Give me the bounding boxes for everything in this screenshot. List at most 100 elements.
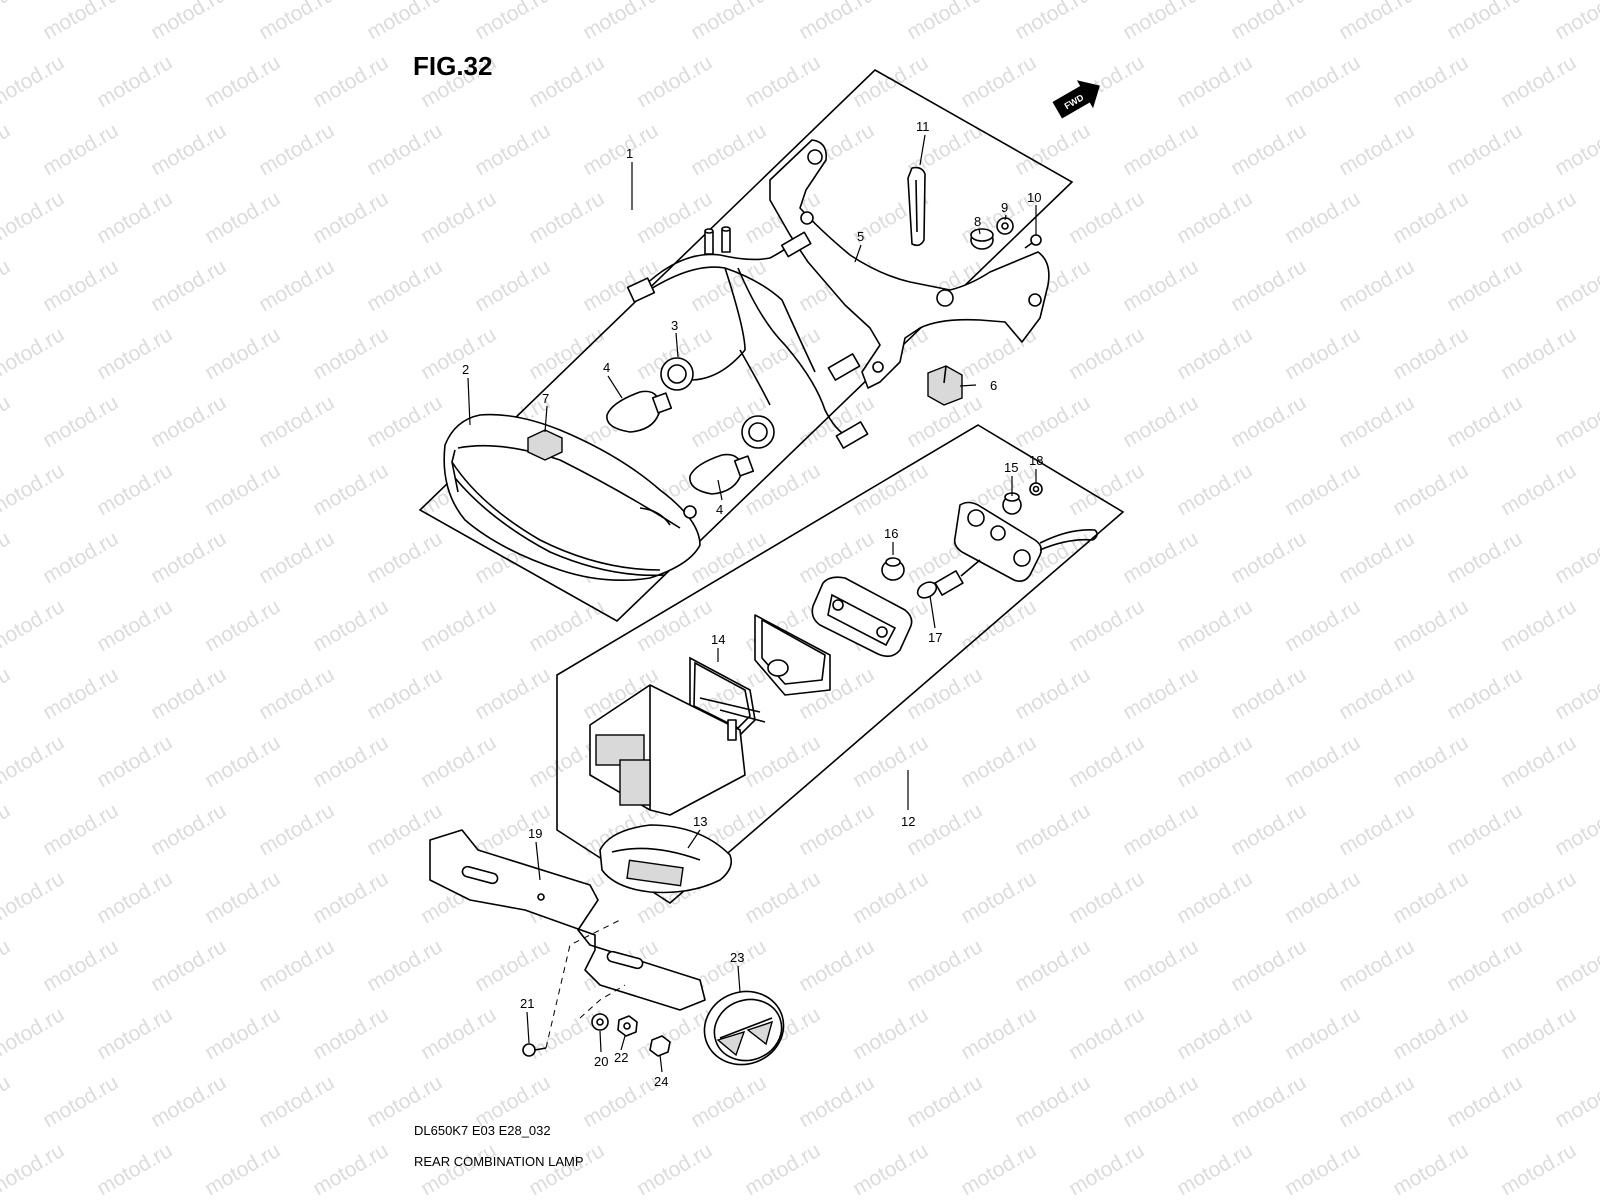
nut-22: [617, 1015, 638, 1037]
watermark-text: motod.ru: [1119, 527, 1202, 588]
watermark-text: motod.ru: [417, 1003, 500, 1064]
watermark-text: motod.ru: [147, 935, 230, 996]
watermark-text: motod.ru: [633, 1139, 716, 1200]
watermark-text: motod.ru: [471, 935, 554, 996]
watermark-text: motod.ru: [1497, 1139, 1580, 1200]
watermark-text: motod.ru: [309, 595, 392, 656]
watermark-text: motod.ru: [1227, 0, 1310, 44]
watermark-text: motod.ru: [201, 1139, 284, 1200]
watermark-text: motod.ru: [0, 391, 14, 452]
screw-21: [522, 1043, 547, 1057]
watermark-text: motod.ru: [363, 391, 446, 452]
watermark-text: motod.ru: [39, 527, 122, 588]
watermark-text: motod.ru: [1281, 459, 1364, 520]
watermark-text: motod.ru: [1281, 731, 1364, 792]
lens: [599, 824, 733, 894]
watermark-text: motod.ru: [1443, 0, 1526, 44]
watermark-text: motod.ru: [1173, 867, 1256, 928]
watermark-text: motod.ru: [1443, 799, 1526, 860]
bulb-17: [916, 559, 981, 599]
socket-holder: [754, 614, 831, 696]
watermark-text: motod.ru: [1227, 527, 1310, 588]
watermark-text: motod.ru: [795, 0, 878, 44]
watermark-text: motod.ru: [0, 1071, 14, 1132]
watermark-text: motod.ru: [1551, 663, 1600, 724]
watermark-text: motod.ru: [1335, 0, 1418, 44]
license-plate-bracket: [429, 829, 706, 1011]
watermark-text: motod.ru: [93, 51, 176, 112]
watermark-text: motod.ru: [1065, 731, 1148, 792]
watermark-text: motod.ru: [201, 51, 284, 112]
callout-7: 7: [542, 391, 549, 406]
watermark-text: motod.ru: [903, 663, 986, 724]
watermark-text: motod.ru: [39, 255, 122, 316]
watermark-text: motod.ru: [1389, 187, 1472, 248]
watermark-text: motod.ru: [1551, 119, 1600, 180]
watermark-text: motod.ru: [687, 0, 770, 44]
watermark-text: motod.ru: [93, 1003, 176, 1064]
watermark-text: motod.ru: [1173, 595, 1256, 656]
watermark-text: motod.ru: [1335, 663, 1418, 724]
watermark-text: motod.ru: [255, 255, 338, 316]
watermark-text: motod.ru: [1497, 731, 1580, 792]
bulb: [606, 390, 755, 495]
watermark-text: motod.ru: [1443, 119, 1526, 180]
watermark-text: motod.ru: [903, 799, 986, 860]
model-code: DL650K7 E03 E28_032: [414, 1123, 551, 1138]
license-lamp-base: [953, 501, 1098, 582]
watermark-text: motod.ru: [255, 799, 338, 860]
watermark-text: motod.ru: [0, 595, 68, 656]
watermark-text: motod.ru: [93, 459, 176, 520]
watermark-text: motod.ru: [957, 731, 1040, 792]
watermark-text: motod.ru: [525, 187, 608, 248]
watermark-text: motod.ru: [687, 119, 770, 180]
watermark-text: motod.ru: [147, 663, 230, 724]
figure-title: FIG.32: [413, 51, 492, 81]
watermark-text: motod.ru: [849, 1003, 932, 1064]
watermark-text: motod.ru: [363, 527, 446, 588]
watermark-text: motod.ru: [363, 935, 446, 996]
watermark-text: motod.ru: [1227, 255, 1310, 316]
watermark-text: motod.ru: [1443, 935, 1526, 996]
watermark-text: motod.ru: [309, 1003, 392, 1064]
callout-24: 24: [654, 1074, 668, 1089]
watermark-text: motod.ru: [201, 459, 284, 520]
nut-24: [649, 1035, 671, 1057]
watermark-text: motod.ru: [1227, 935, 1310, 996]
callout-8: 8: [974, 214, 981, 229]
watermark-text: motod.ru: [201, 867, 284, 928]
watermark-text: motod.ru: [93, 1139, 176, 1200]
watermark-text: motod.ru: [849, 459, 932, 520]
watermark-text: motod.ru: [39, 1071, 122, 1132]
watermark-text: motod.ru: [1173, 51, 1256, 112]
watermark-text: motod.ru: [309, 187, 392, 248]
watermark-text: motod.ru: [1335, 527, 1418, 588]
watermark-text: motod.ru: [1119, 255, 1202, 316]
watermark-text: motod.ru: [1065, 323, 1148, 384]
watermark-text: motod.ru: [39, 119, 122, 180]
watermark-text: motod.ru: [0, 323, 68, 384]
callout-18: 18: [1029, 453, 1043, 468]
watermark-text: motod.ru: [525, 51, 608, 112]
watermark-text: motod.ru: [471, 119, 554, 180]
watermark-text: motod.ru: [1065, 187, 1148, 248]
watermark-text: motod.ru: [147, 0, 230, 44]
watermark-text: motod.ru: [1389, 595, 1472, 656]
watermark-text: motod.ru: [1335, 1071, 1418, 1132]
watermark-text: motod.ru: [957, 867, 1040, 928]
watermark-text: motod.ru: [93, 323, 176, 384]
watermark-text: motod.ru: [1065, 1139, 1148, 1200]
callout-19: 19: [528, 826, 542, 841]
lamp-bracket: [769, 139, 1050, 389]
reflector: [703, 990, 785, 1066]
watermark-text: motod.ru: [525, 595, 608, 656]
watermark-text: motod.ru: [1119, 391, 1202, 452]
watermark-text: motod.ru: [363, 0, 446, 44]
watermark-text: motod.ru: [417, 187, 500, 248]
callout-leaders: [467, 134, 1037, 1073]
assembly-guide-lines: [545, 919, 626, 1049]
watermark-text: motod.ru: [471, 0, 554, 44]
callout-11: 11: [916, 119, 930, 134]
callout-9: 9: [1001, 200, 1008, 215]
wiring-harness: [626, 226, 869, 449]
